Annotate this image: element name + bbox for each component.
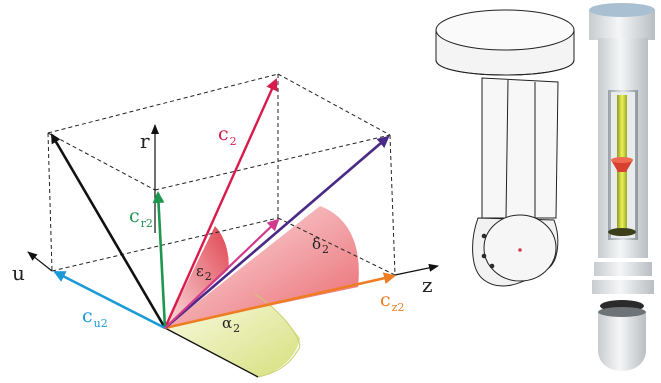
probe-3d-render: [589, 3, 655, 371]
purple-vector: [164, 135, 390, 329]
label-cr2: cr2: [129, 205, 153, 230]
alpha-arc: [254, 293, 301, 378]
label-alpha2: α2: [222, 314, 240, 335]
dashed-construction-box: [47, 73, 396, 276]
black-vector: [50, 133, 167, 329]
label-cz2: cz2: [380, 289, 404, 314]
cu2-vector: [53, 270, 166, 330]
label-delta2: δ2: [312, 235, 329, 256]
base-line: [164, 327, 259, 378]
delta-angle-region: [165, 206, 359, 328]
magenta-vector: [164, 218, 280, 329]
z-axis: [394, 263, 439, 276]
c2-vector: [163, 78, 278, 329]
axis-label-u: u: [12, 261, 25, 285]
cr2-vector: [152, 191, 167, 329]
cz2-vector: [164, 272, 396, 330]
axis-label-z: z: [422, 273, 433, 297]
alpha-angle-region: [165, 294, 300, 377]
label-cu2: cu2: [82, 305, 108, 330]
epsilon-angle-region: [165, 226, 229, 328]
axis-label-r: r: [140, 129, 150, 153]
label-c2: c2: [218, 123, 237, 148]
u-axis: [27, 251, 53, 272]
label-epsilon2: ε2: [196, 262, 212, 283]
probe-line-drawing: [435, 9, 575, 287]
